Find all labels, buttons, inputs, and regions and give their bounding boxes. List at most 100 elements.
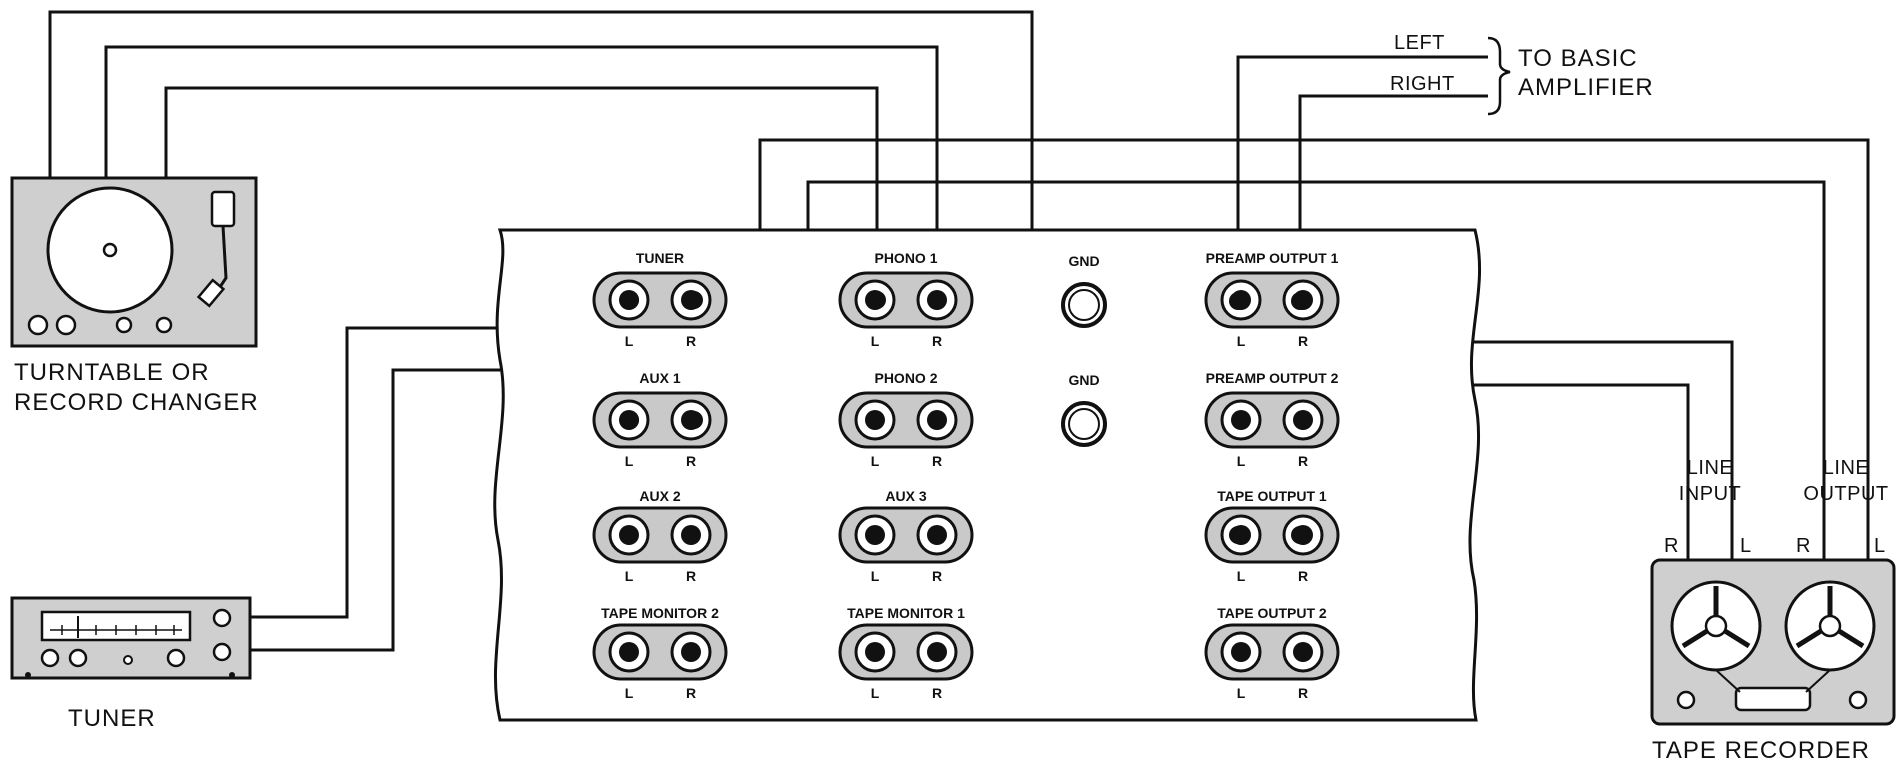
plugs [621, 291, 1309, 544]
plug [621, 411, 639, 429]
plug [685, 411, 703, 429]
line-output-label-1: LINE [1823, 457, 1869, 479]
wire-turntable-phono1-r [104, 45, 939, 298]
wire-preamp-left [1236, 55, 1488, 301]
amp-brace [1487, 36, 1511, 116]
jack-socket [619, 525, 639, 545]
jack-label-l: L [625, 685, 634, 701]
label-aux1: AUX 1 [639, 370, 680, 386]
label-phono2: PHONO 2 [874, 370, 937, 386]
amp-label-1: TO BASIC [1518, 45, 1638, 72]
jack-socket [865, 410, 885, 430]
plug [1229, 292, 1247, 310]
jack-socket [865, 642, 885, 662]
jack-label-r: R [686, 568, 696, 584]
turntable-knob [115, 316, 133, 334]
plug [1291, 526, 1309, 544]
plug [621, 291, 639, 309]
label-tape-output-2: TAPE OUTPUT 2 [1217, 605, 1327, 621]
tonearm-head [196, 278, 226, 308]
jack-label-r: R [1298, 333, 1308, 349]
line-input-l: L [1740, 535, 1752, 557]
tape-recorder [1650, 558, 1896, 726]
jack-socket [619, 642, 639, 662]
jack-label-l: L [1237, 333, 1246, 349]
label-preamp-output-2: PREAMP OUTPUT 2 [1206, 370, 1339, 386]
jack-socket [681, 642, 701, 662]
turntable [10, 176, 258, 348]
jack-label-r: R [1298, 685, 1308, 701]
jack-label-l: L [625, 333, 634, 349]
jack-socket [1231, 410, 1251, 430]
tuner-knob [40, 648, 60, 668]
jack-label-r: R [686, 685, 696, 701]
amp-label-2: AMPLIFIER [1518, 74, 1654, 101]
tape-knob [1676, 690, 1696, 710]
jack-label-l: L [1237, 685, 1246, 701]
jack-socket [1293, 410, 1313, 430]
jack-label-r: R [932, 333, 942, 349]
tuner-knob [166, 648, 186, 668]
tuner-knob [212, 608, 232, 628]
tuner-knob [68, 648, 88, 668]
jack-socket [927, 525, 947, 545]
jack-label-l: L [871, 333, 880, 349]
label-tape-output-1: TAPE OUTPUT 1 [1217, 488, 1327, 504]
label-phono1: PHONO 1 [874, 250, 937, 266]
jack-socket [865, 525, 885, 545]
line-output-label-2: OUTPUT [1803, 483, 1888, 505]
jack-label-l: L [871, 568, 880, 584]
label-preamp-output-1: PREAMP OUTPUT 1 [1206, 250, 1339, 266]
turntable-knob [55, 314, 77, 336]
gnd-label-1: GND [1068, 253, 1099, 269]
jack-label-l: L [1237, 568, 1246, 584]
jack-label-r: R [932, 453, 942, 469]
line-input-label-2: INPUT [1679, 483, 1742, 505]
gnd-terminal-1[interactable] [1061, 282, 1107, 328]
tuner-knob [123, 655, 133, 665]
jack-label-r: R [932, 685, 942, 701]
turntable-knob [155, 316, 173, 334]
preamp-panel [493, 228, 1482, 722]
jack-label-r: R [1298, 568, 1308, 584]
jack-socket [1293, 642, 1313, 662]
label-tuner: TUNER [636, 250, 684, 266]
plug [868, 291, 886, 309]
gnd-terminal-2[interactable] [1061, 401, 1107, 447]
line-output-l: L [1874, 535, 1886, 557]
label-aux3: AUX 3 [885, 488, 926, 504]
jack-label-r: R [686, 453, 696, 469]
spindle [102, 242, 118, 258]
turntable-knob [27, 314, 49, 336]
turntable-label-1: TURNTABLE OR [14, 359, 210, 386]
tuner-knob [212, 642, 232, 662]
plug [1229, 526, 1247, 544]
line-input-label-1: LINE [1687, 457, 1733, 479]
amp-right-label: RIGHT [1390, 73, 1455, 95]
label-tape-monitor-2: TAPE MONITOR 2 [601, 605, 719, 621]
tuner-device-label: TUNER [68, 705, 156, 732]
jack-label-l: L [871, 453, 880, 469]
turntable-label-2: RECORD CHANGER [14, 389, 259, 416]
line-input-r: R [1664, 535, 1679, 557]
tonearm-base [210, 190, 236, 228]
gnd-label-2: GND [1068, 372, 1099, 388]
plug [928, 291, 946, 309]
plug [1291, 292, 1309, 310]
jack-label-l: L [1237, 453, 1246, 469]
jack-label-r: R [932, 568, 942, 584]
tape-head [1734, 686, 1812, 712]
jack-label-r: R [1298, 453, 1308, 469]
jack-socket [927, 642, 947, 662]
